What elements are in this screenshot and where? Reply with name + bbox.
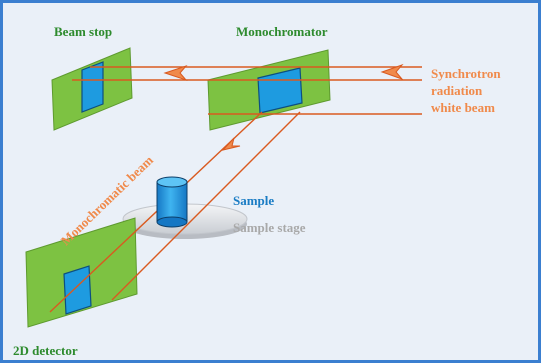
synchrotron-label-line3: white beam [431, 100, 495, 115]
sample-label: Sample [233, 193, 274, 208]
detector-label: 2D detector [13, 343, 78, 358]
mono-beam-line-2 [111, 111, 301, 301]
detector-panel [25, 217, 138, 328]
beam-stop-panel [51, 47, 133, 131]
arrow-mono-beam [221, 137, 241, 151]
beam-arrows [163, 63, 404, 151]
arrow-to-beam-stop [163, 64, 188, 82]
monochromator-crystal [257, 67, 303, 114]
detector-crystal [63, 265, 92, 315]
beam-stop-label: Beam stop [54, 24, 112, 39]
sample-cylinder [156, 176, 188, 228]
arrow-incoming [380, 63, 404, 81]
monochromator-panel [207, 49, 331, 131]
synchrotron-label-line2: radiation [431, 83, 483, 98]
beam-stop-crystal [81, 61, 104, 113]
monochromator-label: Monochromator [236, 24, 328, 39]
sample-stage-label: Sample stage [233, 220, 306, 235]
synchrotron-label-line1: Synchrotron [431, 66, 501, 81]
